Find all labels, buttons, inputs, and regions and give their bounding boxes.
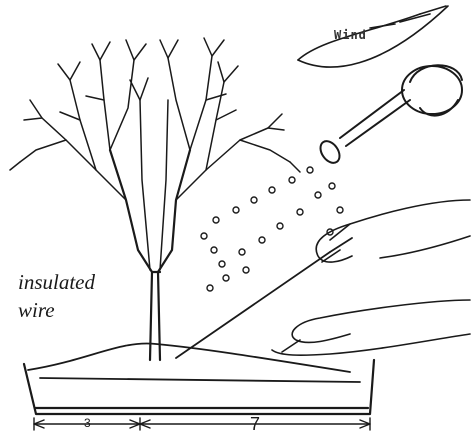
wind-label: Wind [334,28,367,42]
insulated-label: insulated [18,270,95,295]
dimension-right-label: 7 [250,414,260,435]
soil-mound [28,343,360,382]
wind-arrow-icon [298,6,448,67]
hand-icon-lower [272,300,470,355]
wire-label: wire [18,298,55,323]
hand-icon [316,200,470,262]
watering-can-icon [317,65,462,166]
water-drops [201,167,343,291]
dimension-left-label: 3 [84,416,91,430]
tree-branches [10,38,300,270]
tree-trunk [110,150,190,360]
